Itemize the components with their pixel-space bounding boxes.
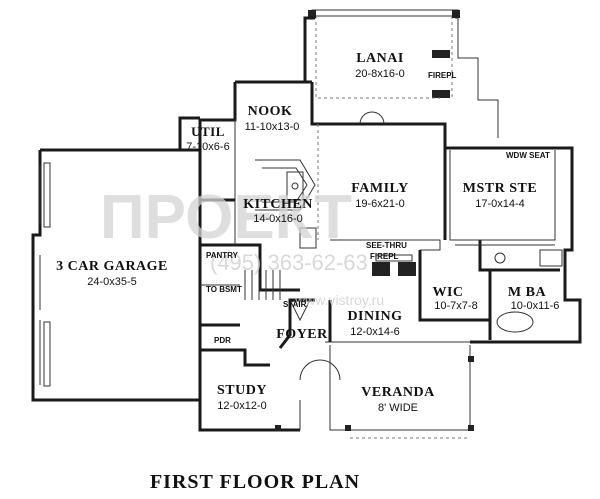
plan-title: FIRST FLOOR PLAN (150, 471, 360, 493)
label-see-thru: SEE-THRU (366, 241, 407, 250)
room-wic: WIC (432, 285, 463, 300)
dims-m-ba: 10-0x11-6 (511, 300, 560, 312)
room-garage: 3 CAR GARAGE (56, 259, 168, 274)
bath-fixtures (494, 249, 563, 333)
label-pantry: PANTRY (206, 251, 239, 260)
watermark-phone: (495) 363-62-63 (210, 250, 368, 275)
dims-dining: 12-0x14-6 (350, 326, 400, 338)
dims-kitchen: 14-0x16-0 (253, 213, 303, 225)
dims-garage: 24-0x35-5 (87, 276, 137, 288)
room-m-ba: M BA (508, 285, 547, 300)
room-foyer: FOYER (276, 327, 328, 342)
kitchen-fixtures (255, 159, 317, 249)
dims-veranda: 8' WIDE (378, 402, 418, 414)
doors (299, 111, 385, 381)
watermark-site: www.vistroy.ru (294, 292, 384, 308)
stair (244, 270, 311, 322)
fireplaces (372, 254, 416, 276)
room-lanai: LANAI (356, 51, 404, 66)
label-see-thru-firepl: FIREPL (370, 252, 399, 261)
room-util: UTIL (191, 124, 225, 139)
room-mstr-ste: MSTR STE (463, 181, 537, 196)
room-kitchen: KITCHEN (243, 197, 313, 212)
room-nook: NOOK (248, 104, 293, 119)
dims-lanai: 20-8x16-0 (355, 68, 405, 80)
veranda-posts (275, 356, 474, 439)
room-study: STUDY (217, 383, 267, 398)
dims-mstr-ste: 17-0x14-4 (475, 198, 525, 210)
garage-doors (39, 162, 51, 387)
dims-nook: 11-10x13-0 (245, 121, 300, 133)
watermark-logo: ПРОЕКТ (100, 183, 352, 252)
dims-family: 19-6x21-0 (355, 198, 405, 210)
label-to-bsmt: TO BSMT (206, 285, 242, 294)
room-veranda: VERANDA (361, 385, 435, 400)
label-firepl: FIREPL (428, 71, 457, 80)
watermark: ПРОЕКТ (495) 363-62-63 www.vistroy.ru (100, 183, 384, 308)
label-wdw-seat: WDW SEAT (506, 151, 550, 160)
annotations: FIREPL WDW SEAT SEE-THRU FIREPL PANTRY T… (206, 71, 550, 345)
room-labels: LANAI 20-8x16-0 NOOK 11-10x13-0 UTIL 7-1… (56, 51, 559, 414)
dims-util: 7-10x6-6 (186, 141, 229, 153)
dims-study: 12-0x12-0 (217, 400, 267, 412)
label-pdr: PDR (214, 336, 231, 345)
label-stair: STAIR (283, 300, 307, 309)
lanai-structure (303, 9, 499, 138)
room-family: FAMILY (351, 181, 408, 196)
room-dining: DINING (347, 309, 402, 324)
dims-wic: 10-7x7-8 (434, 300, 477, 312)
